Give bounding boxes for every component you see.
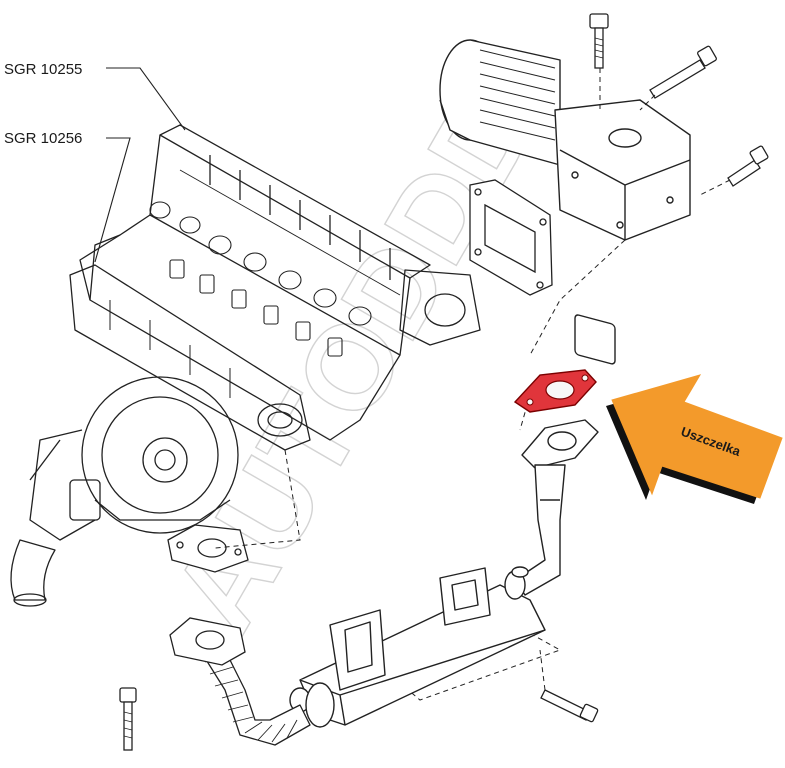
egr-cooler — [289, 566, 546, 728]
intake-manifold — [79, 124, 481, 441]
gasket-lower-left — [167, 524, 249, 573]
bolt-lower-left — [119, 687, 137, 751]
label-sgr-10256: SGR 10256 — [4, 130, 131, 263]
part-label-b: SGR 10256 — [4, 130, 82, 147]
leader-line-a — [106, 67, 186, 131]
turbocharger — [10, 376, 239, 607]
exhaust-manifold — [69, 264, 311, 451]
gasket-upper-plate — [469, 179, 553, 296]
callout-arrow: Uszczelka — [606, 374, 783, 504]
stud-bolt-top-right — [649, 45, 717, 99]
part-label-a: SGR 10255 — [4, 61, 82, 78]
highlighted-gasket — [513, 369, 597, 413]
arrow-shape — [611, 374, 783, 499]
egr-pipe — [514, 419, 599, 596]
egr-valve — [439, 39, 691, 365]
bolt-top-vertical — [589, 13, 609, 69]
label-sgr-10255: SGR 10255 — [4, 61, 186, 131]
bolt-lower-right — [540, 689, 599, 723]
flange-lower-left — [169, 617, 246, 666]
bolt-right-small — [727, 145, 769, 187]
leader-line-b — [94, 137, 131, 263]
